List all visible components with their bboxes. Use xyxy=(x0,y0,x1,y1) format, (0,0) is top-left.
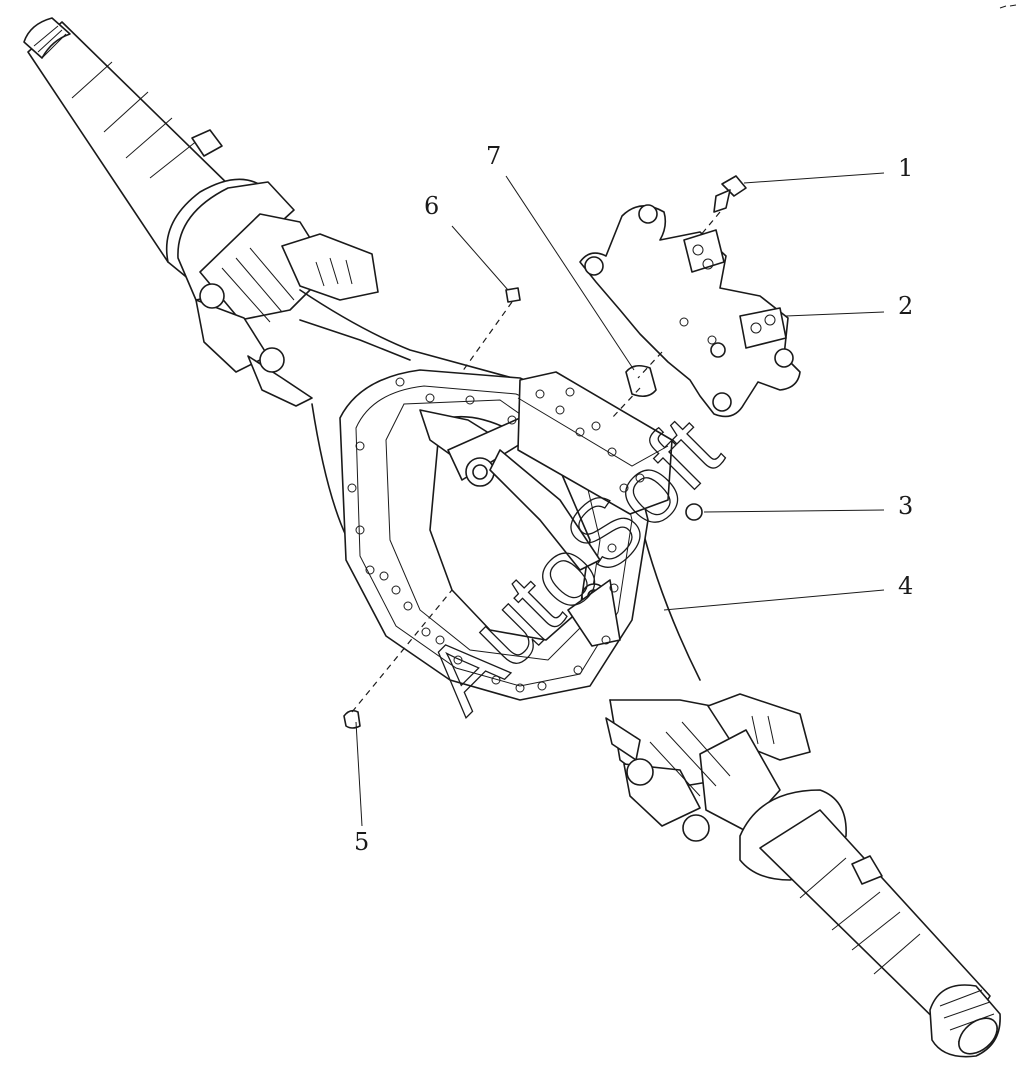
callout-2: 2 xyxy=(898,292,913,320)
callout-3: 3 xyxy=(898,492,913,520)
callout-4: 4 xyxy=(898,572,913,600)
assembly-lines xyxy=(351,211,721,713)
right-spring-seat xyxy=(605,693,811,842)
leader-lines xyxy=(355,172,885,827)
callout-6: 6 xyxy=(424,192,439,220)
mounting-pad xyxy=(517,371,673,515)
bracket-part-2 xyxy=(579,204,801,418)
corner-mark xyxy=(999,4,1017,9)
callout-1: 1 xyxy=(898,154,913,182)
callout-7: 7 xyxy=(486,142,501,170)
bushing-part-7 xyxy=(625,364,657,398)
axle-beam xyxy=(299,289,721,731)
callout-5: 5 xyxy=(354,828,369,856)
plug-part-5 xyxy=(343,709,361,729)
bolt-part-1 xyxy=(713,175,747,213)
left-spring-seat xyxy=(195,213,379,407)
right-spindle xyxy=(739,789,1001,1058)
plug-part-6 xyxy=(505,287,521,303)
nut-part-3 xyxy=(685,503,703,521)
